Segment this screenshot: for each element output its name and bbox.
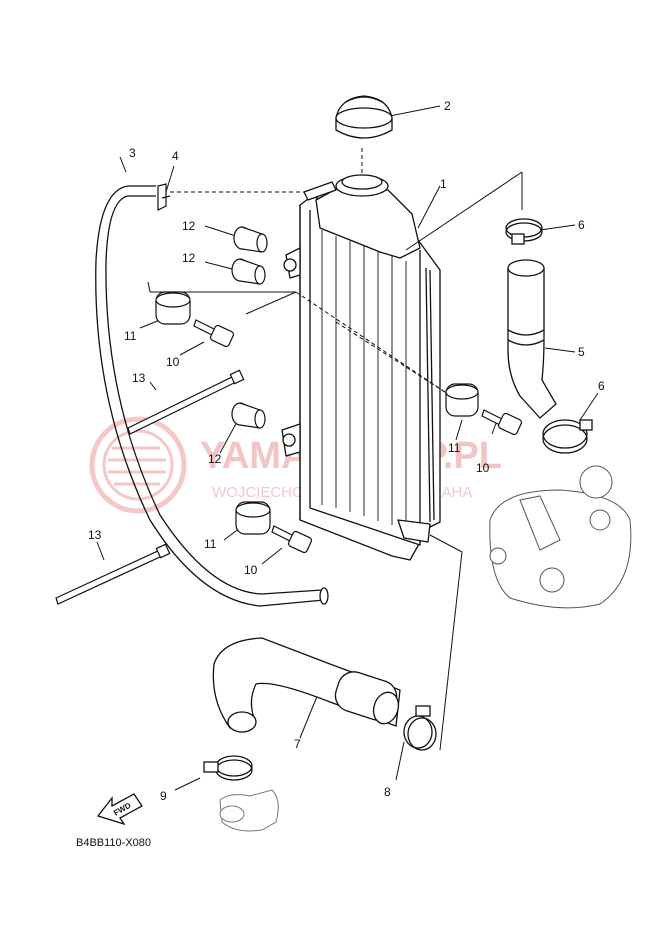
callout-13-a: 13: [132, 371, 146, 385]
guide-lines: [170, 148, 449, 395]
watermark-logo-icon: [89, 416, 187, 514]
cable-tie-lower: [55, 543, 171, 605]
hose-clamp-upper: [505, 218, 543, 245]
cylinder-head: [489, 465, 632, 609]
radiator-cap: [335, 95, 393, 139]
callouts: 2 1 3 4 6 5 6 12 12 11 10 13 12 11 10 13…: [88, 99, 605, 803]
collar-3: [231, 402, 266, 429]
callout-1-cap: 2: [444, 99, 451, 113]
callout-8: 8: [384, 785, 391, 799]
callout-1: 1: [440, 177, 447, 191]
callout-11-c: 11: [204, 537, 217, 551]
callout-11-a: 11: [124, 329, 137, 343]
grommet-lower: [235, 501, 271, 535]
collar-2: [231, 258, 266, 285]
callout-10-a: 10: [166, 355, 180, 369]
callout-12-a: 12: [182, 219, 196, 233]
callout-12-c: 12: [208, 452, 222, 466]
callout-5: 5: [578, 345, 585, 359]
grommet-upper: [155, 291, 191, 325]
bolt-middle: [481, 409, 523, 436]
cable-tie-upper: [127, 369, 245, 435]
breather-hose: [95, 185, 329, 607]
callout-11-b: 11: [448, 441, 461, 455]
bolt-upper: [193, 319, 235, 348]
callout-3: 3: [129, 146, 136, 160]
callout-9: 9: [160, 789, 167, 803]
callout-10-b: 10: [476, 461, 490, 475]
callout-4: 4: [172, 149, 179, 163]
callout-6-lower: 6: [598, 379, 605, 393]
grommet-middle: [445, 383, 479, 417]
hose-clamp-lower: [542, 419, 593, 454]
callout-13-b: 13: [88, 528, 102, 542]
callout-7: 7: [294, 737, 301, 751]
callout-6-upper: 6: [578, 218, 585, 232]
fwd-arrow-icon: FWD: [96, 793, 143, 826]
collar-1: [233, 226, 268, 253]
radiator: [281, 174, 441, 561]
water-pump-elbow: [219, 789, 279, 832]
diagram-code: B4BB110-X080: [76, 837, 151, 849]
hose-clip: [157, 183, 171, 211]
hose-clamp-9: [203, 755, 253, 781]
hose-clamp-8: [403, 705, 437, 751]
callout-12-b: 12: [182, 251, 196, 265]
lower-hose: [212, 637, 401, 733]
bolt-lower: [271, 525, 313, 554]
upper-hose: [507, 259, 557, 419]
callout-10-c: 10: [244, 563, 258, 577]
